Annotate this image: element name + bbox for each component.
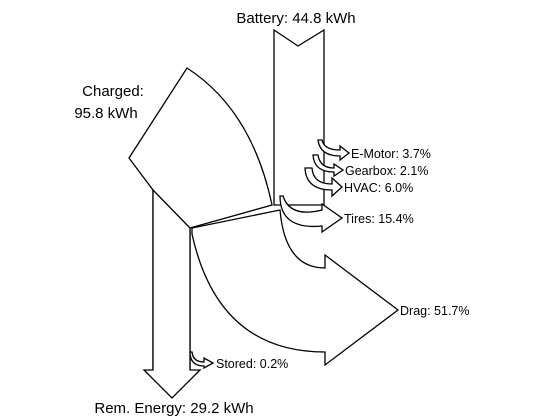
battery-inflow bbox=[273, 28, 325, 206]
stored-label: Stored: 0.2% bbox=[216, 357, 288, 371]
hvac-branch bbox=[304, 167, 343, 198]
stored-branch bbox=[189, 351, 215, 370]
rem-energy-outflow bbox=[142, 188, 202, 399]
gearbox-branch bbox=[312, 154, 345, 178]
battery-label: Battery: 44.8 kWh bbox=[236, 10, 355, 27]
rem-energy-label: Rem. Energy: 29.2 kWh bbox=[94, 400, 253, 417]
charged-label: Charged: bbox=[82, 83, 144, 100]
tires-label: Tires: 15.4% bbox=[344, 212, 414, 226]
e-motor-branch bbox=[317, 139, 351, 162]
e-motor-label: E-Motor: 3.7% bbox=[351, 147, 431, 161]
charged-value: 95.8 kWh bbox=[74, 105, 137, 122]
drag-label: Drag: 51.7% bbox=[400, 304, 469, 318]
hvac-label: HVAC: 6.0% bbox=[344, 181, 413, 195]
gearbox-label: Gearbox: 2.1% bbox=[345, 164, 428, 178]
tires-branch bbox=[279, 195, 344, 234]
drag-branch bbox=[191, 209, 400, 367]
